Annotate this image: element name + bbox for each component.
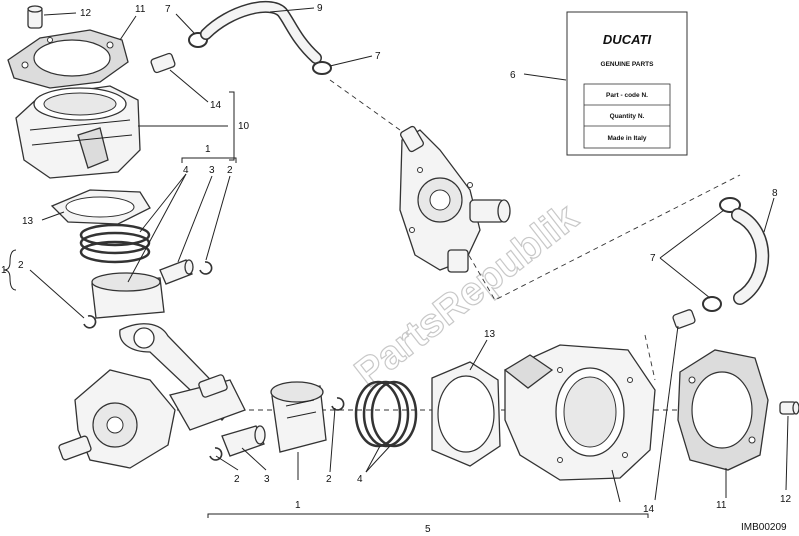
cylinder-top bbox=[15, 85, 141, 179]
hose-fitting-right bbox=[672, 309, 696, 329]
leader-lines bbox=[3, 7, 789, 518]
hose-clamp-right-bottom bbox=[702, 296, 722, 312]
cylinder-bottom bbox=[503, 344, 656, 481]
callout-14-bottom: 14 bbox=[643, 504, 655, 515]
callout-6: 6 bbox=[510, 70, 516, 81]
callout-3-bottom: 3 bbox=[264, 474, 270, 485]
hose-clamp-top-right bbox=[312, 61, 332, 75]
circlip-bottom-right bbox=[331, 397, 345, 411]
callout-7-top-left: 7 bbox=[165, 4, 171, 15]
hose-clamp-right-top bbox=[719, 197, 741, 213]
callout-5: 5 bbox=[425, 524, 431, 535]
callout-1-bottom: 1 bbox=[295, 500, 301, 511]
callout-2-bottom-right: 2 bbox=[326, 474, 332, 485]
gudgeon-pin-bottom bbox=[221, 425, 266, 457]
callout-8: 8 bbox=[772, 188, 778, 199]
piston-bottom bbox=[270, 381, 327, 453]
circlip-bottom-left bbox=[209, 447, 223, 461]
piston-rings-bottom bbox=[354, 380, 418, 448]
piston-rings-top bbox=[79, 223, 151, 264]
card-row-part-code: Part - code N. bbox=[606, 92, 648, 99]
callout-2-bottom-left: 2 bbox=[234, 474, 240, 485]
callout-11-top: 11 bbox=[135, 4, 146, 15]
card-row-made-in: Made in Italy bbox=[607, 135, 646, 142]
callout-4-top: 4 bbox=[183, 165, 189, 176]
crankshaft bbox=[58, 369, 246, 469]
base-gasket-bottom bbox=[431, 361, 501, 467]
piston-top bbox=[91, 272, 165, 319]
image-code: IMB00209 bbox=[741, 522, 787, 533]
card-subtitle: GENUINE PARTS bbox=[601, 61, 655, 68]
circlip-top-right bbox=[199, 261, 213, 275]
callout-13-top: 13 bbox=[22, 216, 34, 227]
circlip-top-left bbox=[83, 315, 97, 329]
callout-2-top: 2 bbox=[227, 165, 233, 176]
callout-11-bottom: 11 bbox=[716, 500, 727, 511]
callout-10: 10 bbox=[238, 121, 250, 132]
callout-12-top: 12 bbox=[80, 8, 92, 19]
callout-14-top: 14 bbox=[210, 100, 222, 111]
callout-1-left: 1 bbox=[1, 265, 7, 276]
hose-clamp-top-left bbox=[188, 32, 208, 48]
base-gasket-top bbox=[50, 189, 151, 225]
water-pump-housing bbox=[399, 125, 511, 273]
head-gasket-top bbox=[7, 29, 129, 89]
callout-7-top-right: 7 bbox=[375, 51, 381, 62]
callout-4-bottom: 4 bbox=[357, 474, 363, 485]
dowel-pin-top bbox=[27, 5, 43, 29]
dowel-pin-bottom bbox=[779, 401, 799, 415]
callout-3-top: 3 bbox=[209, 165, 215, 176]
genuine-parts-card: DUCATI GENUINE PARTS Part - code N. Quan… bbox=[566, 11, 688, 156]
callout-9: 9 bbox=[317, 3, 323, 14]
callout-2-left: 2 bbox=[18, 260, 24, 271]
callout-12-bottom: 12 bbox=[780, 494, 792, 505]
callout-1-top: 1 bbox=[205, 144, 211, 155]
callout-13-bottom: 13 bbox=[484, 329, 496, 340]
card-row-quantity: Quantity N. bbox=[610, 113, 645, 120]
gudgeon-pin-top bbox=[159, 259, 194, 285]
head-gasket-bottom bbox=[677, 349, 769, 471]
callout-7-right: 7 bbox=[650, 253, 656, 264]
hose-fitting-top bbox=[150, 52, 176, 74]
card-brand: DUCATI bbox=[603, 32, 652, 47]
